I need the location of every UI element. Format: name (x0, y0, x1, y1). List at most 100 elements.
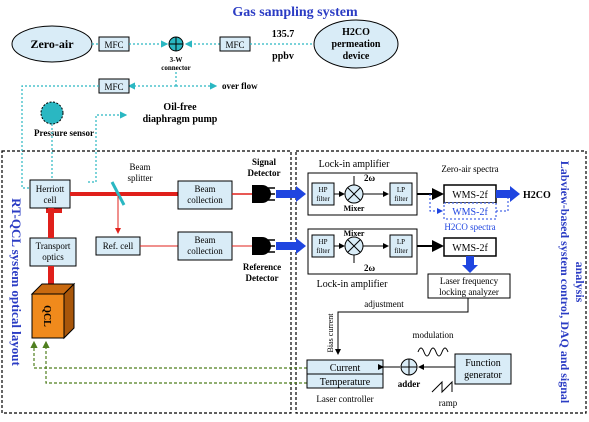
qcl-laser (30, 282, 76, 340)
laser-frequency-locking-analyzer (427, 273, 511, 299)
bias-current-label: Bias current (326, 313, 335, 353)
h2co-device-line2: permeation (332, 39, 381, 50)
modulation-waveform (417, 347, 449, 357)
adjustment-line (335, 298, 469, 355)
herriott-cell (29, 179, 71, 209)
red-beam-segment (48, 266, 54, 288)
optical-layout-title: RT-QCL system optical layout (9, 198, 24, 366)
labview-title-line1: Labview-based system control, DAQ and si… (558, 161, 572, 404)
herriott-line2: cell (44, 195, 57, 205)
gas-line (21, 85, 99, 192)
connector-label-line2: connector (161, 64, 191, 72)
reference-detector-line1: Reference (243, 262, 281, 272)
lockin-bottom-label: Lock-in amplifier (317, 279, 388, 290)
signal-detector-line1: Signal (252, 157, 277, 167)
transport-line2: optics (42, 252, 64, 262)
current-label: Current (330, 363, 361, 374)
beam-collection-signal (177, 180, 233, 210)
connector-label-line1: 3-W (170, 56, 183, 64)
beam-collection-line1: Beam (195, 235, 216, 245)
qcl-label: QCL (41, 305, 52, 327)
transport-optics (29, 237, 77, 267)
pump-label-line2: diaphragm pump (143, 114, 218, 125)
ramp-waveform (431, 380, 453, 394)
red-beam-segment (48, 208, 54, 238)
mfc-label: MFC (104, 40, 123, 50)
mixer-label: Mixer (344, 229, 365, 238)
beam-collection-line2: collection (187, 195, 223, 205)
beam-collection-line1: Beam (195, 184, 216, 194)
h2co-spectra-label: H2CO spectra (444, 222, 495, 232)
beam-splitter-line1: Beam (130, 162, 151, 172)
hp-line1: HP (319, 238, 328, 246)
wms-h2co-label: WMS-2f (452, 207, 488, 218)
locking-line1: Laser frequency (440, 276, 499, 286)
beam-splitter (110, 181, 126, 206)
ramp-label: ramp (439, 398, 458, 408)
signal-path-dashed (429, 194, 443, 214)
function-generator (454, 353, 512, 385)
pressure-sensor (40, 101, 64, 125)
mixer-label: Mixer (344, 204, 365, 213)
signal-detector-line2: Detector (248, 168, 281, 178)
h2co-device-line3: device (343, 51, 370, 62)
two-omega-label: 2ω (364, 173, 376, 183)
current-control-line (30, 340, 307, 369)
hp-line2: filter (316, 195, 330, 203)
optical-layout-frame (1, 150, 292, 414)
labview-title-line2: analysis (573, 262, 587, 303)
two-omega-label: 2ω (364, 263, 376, 273)
beam-collection-line2: collection (187, 246, 223, 256)
gas-line (88, 111, 128, 183)
h2co-output-arrow (496, 186, 520, 202)
lp-filter-top (389, 182, 413, 206)
signal-detector (252, 185, 275, 203)
signal-arrow (276, 186, 306, 202)
h2co-output-label: H2CO (523, 190, 551, 201)
zero-air-spectra-label: Zero-air spectra (441, 164, 498, 174)
transport-line1: Transport (36, 241, 71, 251)
ppb-unit: ppbv (272, 51, 294, 62)
lp-filter-bottom (389, 234, 413, 258)
zero-air-label: Zero-air (30, 37, 74, 51)
signal-path-dashed (496, 194, 509, 212)
daq-frame (295, 150, 587, 414)
pump-label-line1: Oil-free (163, 102, 197, 113)
lp-line1: LP (397, 238, 405, 246)
function-line2: generator (464, 370, 502, 381)
hp-line2: filter (316, 247, 330, 255)
wms-label: WMS-2f (452, 243, 488, 254)
lp-line1: LP (397, 186, 405, 194)
laser-controller-label: Laser controller (316, 394, 373, 404)
lp-line2: filter (394, 247, 408, 255)
over-flow-label: over flow (222, 81, 258, 91)
reference-detector (252, 237, 275, 255)
temperature-control-line (42, 340, 307, 384)
down-arrow (462, 256, 478, 273)
lp-line2: filter (394, 195, 408, 203)
mfc-label: MFC (225, 40, 244, 50)
mfc-label: MFC (104, 82, 123, 92)
h2co-permeation-device (313, 19, 399, 69)
temperature-label: Temperature (320, 377, 371, 388)
hp-line1: HP (319, 186, 328, 194)
ppb-value: 135.7 (272, 29, 295, 40)
adjustment-label: adjustment (364, 299, 404, 309)
wms-label: WMS-2f (452, 190, 488, 201)
modulation-label: modulation (413, 330, 454, 340)
beam-splitter-line2: splitter (128, 173, 153, 183)
temperature-control (306, 373, 384, 389)
herriott-line1: Herriott (36, 184, 65, 194)
ref-cell-label: Ref. cell (103, 241, 134, 251)
adder-label: adder (398, 379, 421, 389)
gas-sampling-title: Gas sampling system (232, 5, 358, 20)
function-line1: Function (465, 358, 501, 369)
reference-detector-line2: Detector (246, 273, 279, 283)
pressure-sensor-label: Pressure sensor (34, 128, 94, 138)
h2co-device-line1: H2CO (342, 27, 370, 38)
reference-arrow (276, 238, 306, 254)
locking-line2: locking analyzer (439, 287, 499, 297)
lockin-top-label: Lock-in amplifier (319, 159, 390, 170)
